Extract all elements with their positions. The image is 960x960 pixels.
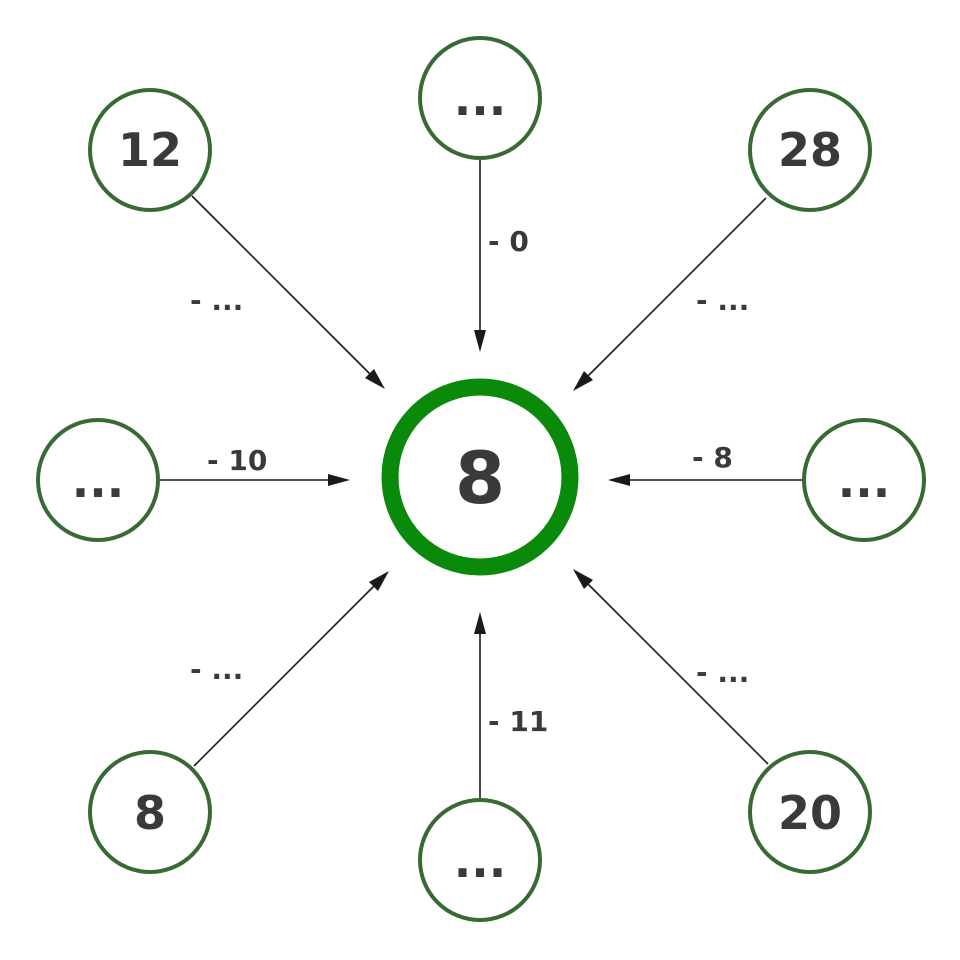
edge-label-bottom: - 11 — [488, 705, 548, 738]
node-circle — [88, 750, 212, 874]
edge-line — [583, 579, 769, 765]
edge-label-bottom-right: - ... — [696, 656, 749, 689]
edge-left — [160, 474, 350, 486]
edge-label-right: - 8 — [692, 441, 733, 474]
node-bottom-right: 20 — [748, 750, 872, 874]
node-top-right: 28 — [748, 88, 872, 212]
arrow-head — [369, 571, 389, 591]
arrow-head — [474, 612, 486, 634]
edge-label-left: - 10 — [207, 444, 267, 477]
node-value: ... — [454, 72, 506, 126]
center-node: 8 — [381, 378, 579, 576]
arrow-head — [573, 569, 593, 589]
edge-top-left — [191, 195, 385, 389]
node-value: 8 — [134, 786, 166, 840]
node-top-left: 12 — [88, 88, 212, 212]
node-circle — [748, 750, 872, 874]
node-bottom-left: 8 — [88, 750, 212, 874]
node-value: 12 — [118, 123, 182, 177]
arrow-head — [328, 474, 350, 486]
node-circle — [88, 88, 212, 212]
edge-line — [583, 197, 767, 381]
edge-top-right — [573, 197, 767, 391]
node-bottom: ... — [418, 798, 542, 922]
edge-bottom-right — [573, 569, 769, 765]
node-circle — [802, 418, 926, 542]
edge-label-bottom-left: - ... — [190, 653, 243, 686]
edge-bottom — [474, 612, 486, 800]
node-circle — [418, 36, 542, 160]
node-value: ... — [454, 834, 506, 888]
edges — [160, 160, 802, 800]
arrow-head — [608, 474, 630, 486]
node-circle — [36, 418, 160, 542]
edge-right — [608, 474, 802, 486]
node-circle — [418, 798, 542, 922]
center-circle — [381, 378, 579, 576]
edge-label-top-right: - ... — [696, 284, 749, 317]
node-value: ... — [72, 454, 124, 508]
node-right: ... — [802, 418, 926, 542]
node-value: ... — [838, 454, 890, 508]
edge-top — [474, 160, 486, 352]
node-top: ... — [418, 36, 542, 160]
edge-line — [193, 581, 379, 767]
node-value: 28 — [778, 123, 842, 177]
center-value: 8 — [455, 436, 505, 520]
edge-labels: - 0 - ... - 8 - ... - 11 - ... - 10 - ..… — [190, 225, 749, 738]
node-value: 20 — [778, 786, 842, 840]
edge-label-top-left: - ... — [190, 284, 243, 317]
edge-line — [191, 195, 375, 379]
arrow-head — [573, 371, 593, 391]
outer-nodes: ... 28 ... 20 ... 8 ... 12 — [36, 36, 926, 922]
edge-label-top: - 0 — [488, 225, 529, 258]
edge-bottom-left — [193, 571, 389, 767]
arrow-head — [365, 369, 385, 389]
arrow-head — [474, 330, 486, 352]
node-circle — [748, 88, 872, 212]
node-left: ... — [36, 418, 160, 542]
